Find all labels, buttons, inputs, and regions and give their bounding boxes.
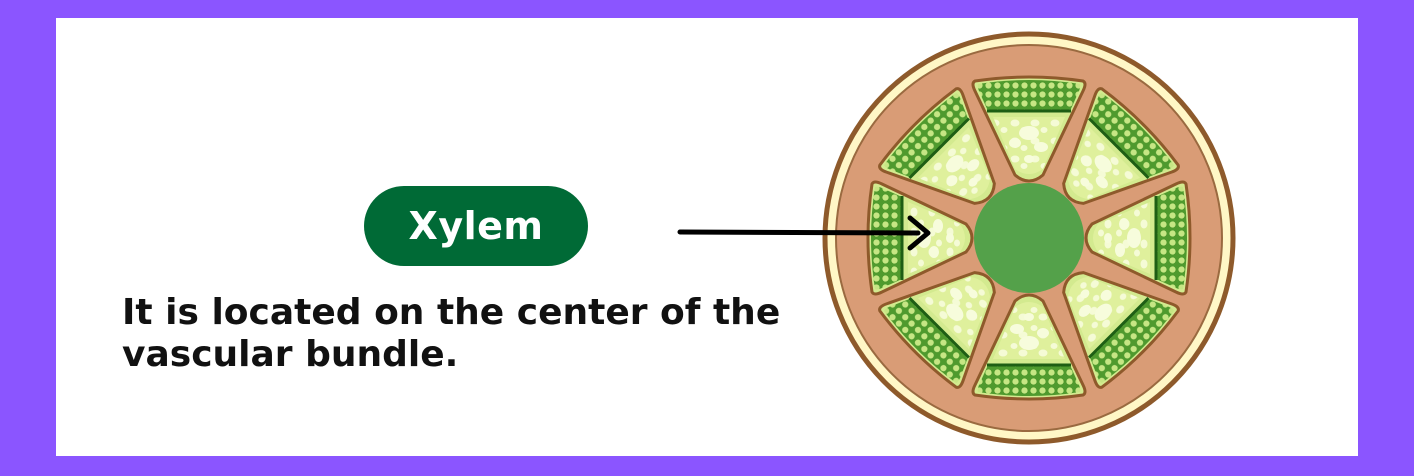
xylem-description: It is located on the center of the vascu… <box>122 292 781 375</box>
stem-cross-section <box>822 31 1236 445</box>
xylem-label: Xylem <box>408 204 544 248</box>
arrow-right-icon <box>677 215 931 251</box>
pith-center <box>974 183 1084 293</box>
xylem-label-pill: Xylem <box>364 186 588 266</box>
